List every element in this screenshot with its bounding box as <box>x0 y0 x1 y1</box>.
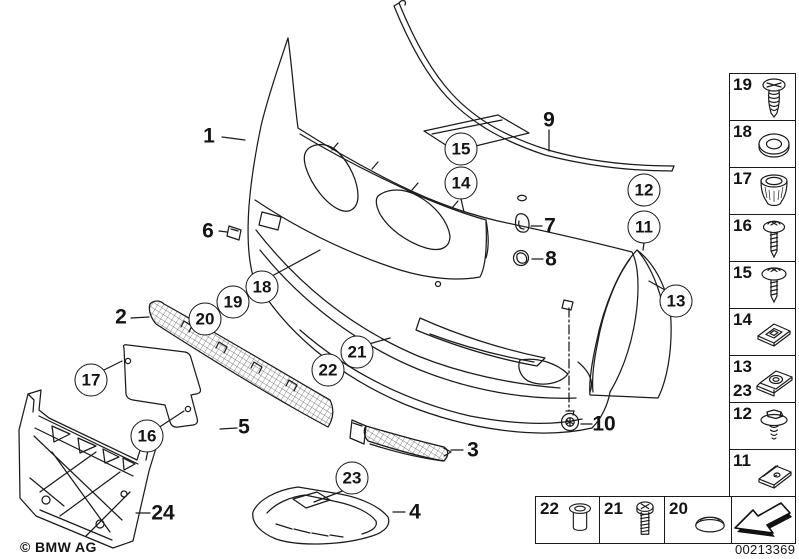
legend-label: 12 <box>733 404 752 423</box>
direction-arrow-icon <box>734 502 792 537</box>
callout-11-circle: 11 <box>627 210 661 244</box>
callout-12-circle: 12 <box>627 173 661 207</box>
legend-item-11: 11 <box>730 450 795 497</box>
copyright-notice: © BMW AG <box>20 539 97 555</box>
callout-18-circle: 18 <box>245 270 279 304</box>
flat-clip-icon <box>758 465 792 489</box>
legend-label: 22 <box>540 499 559 518</box>
tapping-screw-icon <box>762 220 786 259</box>
part-seal-strip <box>393 0 675 172</box>
square-speed-nut-icon <box>757 323 791 347</box>
legend-item-15: 15 <box>730 262 795 309</box>
callout-15-circle: 15 <box>444 132 478 166</box>
part-bumper-trim <box>247 37 639 434</box>
fastener-legend: 19 18 17 <box>729 73 796 544</box>
callout-16-circle: 16 <box>130 419 164 453</box>
legend-label-secondary: 23 <box>733 381 752 400</box>
callout-13-circle: 13 <box>659 284 693 318</box>
part-screw-10 <box>560 307 580 432</box>
oval-head-screw-icon <box>762 78 786 118</box>
legend-label: 14 <box>733 310 752 329</box>
callout-5: 5 <box>238 415 250 439</box>
legend-label: 15 <box>733 263 752 282</box>
callout-24: 24 <box>151 501 175 525</box>
legend-label: 11 <box>733 451 751 470</box>
legend-label: 13 <box>733 357 752 376</box>
part-corner-piece <box>589 249 672 399</box>
legend-item-16: 16 <box>730 215 795 262</box>
part-center-grille <box>148 300 334 428</box>
leader-lines <box>101 129 666 514</box>
part-clip-6 <box>226 225 242 241</box>
hex-washer-screw-icon <box>760 409 788 440</box>
clip-nut-icon <box>756 370 793 397</box>
legend-label: 21 <box>604 499 623 518</box>
legend-label: 20 <box>669 499 688 518</box>
callout-2: 2 <box>115 305 127 329</box>
callout-23-circle: 23 <box>335 461 369 495</box>
legend-label: 18 <box>733 122 752 141</box>
part-grommet-8 <box>512 249 530 267</box>
callout-1: 1 <box>203 124 215 148</box>
legend-item-21: 21 <box>599 496 667 544</box>
spacer-sleeve-icon <box>568 503 592 532</box>
legend-label: 19 <box>733 75 752 94</box>
cover-cap-icon <box>695 516 725 533</box>
legend-item-20: 20 <box>664 496 732 544</box>
callout-14-circle: 14 <box>444 166 478 200</box>
callout-4: 4 <box>409 500 421 524</box>
callout-21-circle: 21 <box>340 335 374 369</box>
callout-3: 3 <box>467 438 479 462</box>
part-duct-tray <box>252 486 390 545</box>
callout-6: 6 <box>202 219 214 243</box>
washer-icon <box>758 133 790 158</box>
legend-item-19: 19 <box>730 74 795 121</box>
callout-9: 9 <box>543 108 555 132</box>
legend-item-22: 22 <box>535 496 602 544</box>
callout-10: 10 <box>592 412 616 436</box>
part-carrier <box>18 389 157 549</box>
legend-item-12: 12 <box>730 403 795 450</box>
machine-screw-icon <box>636 501 654 535</box>
callout-20-circle: 20 <box>188 302 222 336</box>
callout-19-circle: 19 <box>216 285 250 319</box>
document-number: 00213369 <box>735 542 796 557</box>
part-side-grille <box>349 419 452 462</box>
legend-item-18: 18 <box>730 121 795 168</box>
legend-label: 16 <box>733 216 752 235</box>
plug-icon <box>760 174 788 207</box>
washer-head-screw-icon <box>761 267 787 304</box>
callout-8: 8 <box>545 247 557 271</box>
part-plate-base <box>122 344 202 428</box>
legend-item-13-23: 13 23 <box>730 356 795 403</box>
legend-item-14: 14 <box>730 309 795 356</box>
legend-item-arrow <box>730 497 795 543</box>
legend-label: 17 <box>733 169 752 188</box>
callout-22-circle: 22 <box>311 353 345 387</box>
part-cap-7 <box>514 213 530 233</box>
callout-17-circle: 17 <box>74 363 108 397</box>
callout-7: 7 <box>544 214 556 238</box>
legend-item-17: 17 <box>730 168 795 215</box>
